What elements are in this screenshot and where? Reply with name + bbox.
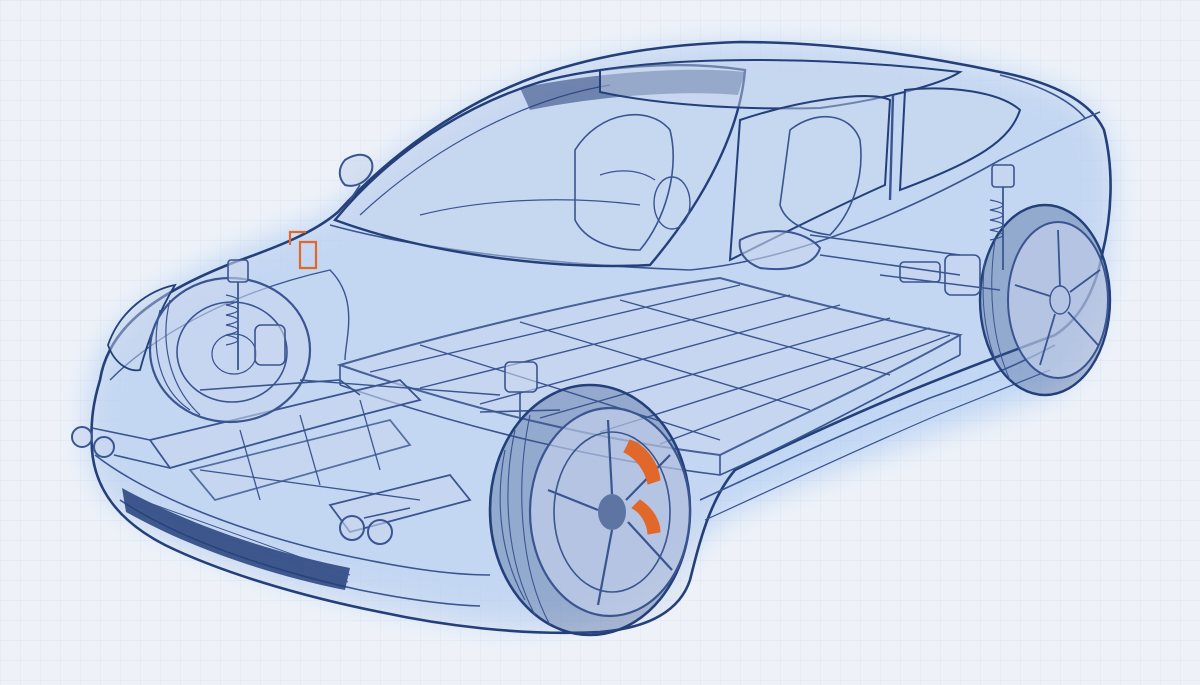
- interior-seats: [419, 113, 862, 251]
- rear-suspension: [879, 164, 1015, 296]
- side-windows: [728, 74, 1086, 262]
- front-wheel: [148, 276, 312, 424]
- near-front-wheel: [488, 383, 692, 637]
- side-mirror: [338, 153, 822, 271]
- rear-drive-unit: [809, 234, 961, 276]
- orange-marker: [288, 230, 318, 270]
- front-grille: [122, 488, 351, 590]
- front-suspension: [199, 259, 361, 396]
- rear-wheel: [978, 203, 1112, 397]
- front-drive-unit: [299, 361, 561, 420]
- crash-cans: [71, 426, 411, 545]
- brake-caliper: [623, 439, 661, 535]
